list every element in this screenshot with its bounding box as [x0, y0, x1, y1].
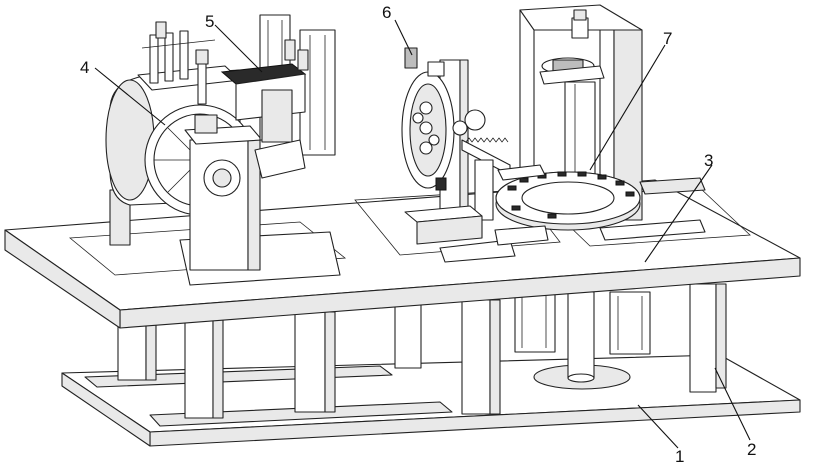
leader-lines	[94, 19, 751, 449]
callout-2: 2	[747, 440, 756, 459]
roller-top-bracket	[137, 21, 241, 105]
pressing-plate-assembly	[220, 14, 336, 179]
callout-5: 5	[205, 12, 214, 31]
roller-assembly	[105, 69, 341, 286]
callout-6: 6	[382, 3, 391, 22]
callout-7: 7	[663, 29, 672, 48]
base-plate	[61, 354, 801, 447]
rotary-column	[514, 291, 651, 390]
gantry-frame	[519, 4, 643, 221]
callout-1: 1	[675, 447, 684, 466]
callout-4: 4	[80, 58, 89, 77]
rotary-table	[494, 164, 706, 246]
feed-block	[404, 205, 516, 263]
callout-labels: 4 5 6 7 3 1 2	[80, 3, 756, 466]
callout-3: 3	[704, 151, 713, 170]
support-legs	[117, 283, 727, 419]
cutter-wheel-assembly	[401, 47, 511, 221]
